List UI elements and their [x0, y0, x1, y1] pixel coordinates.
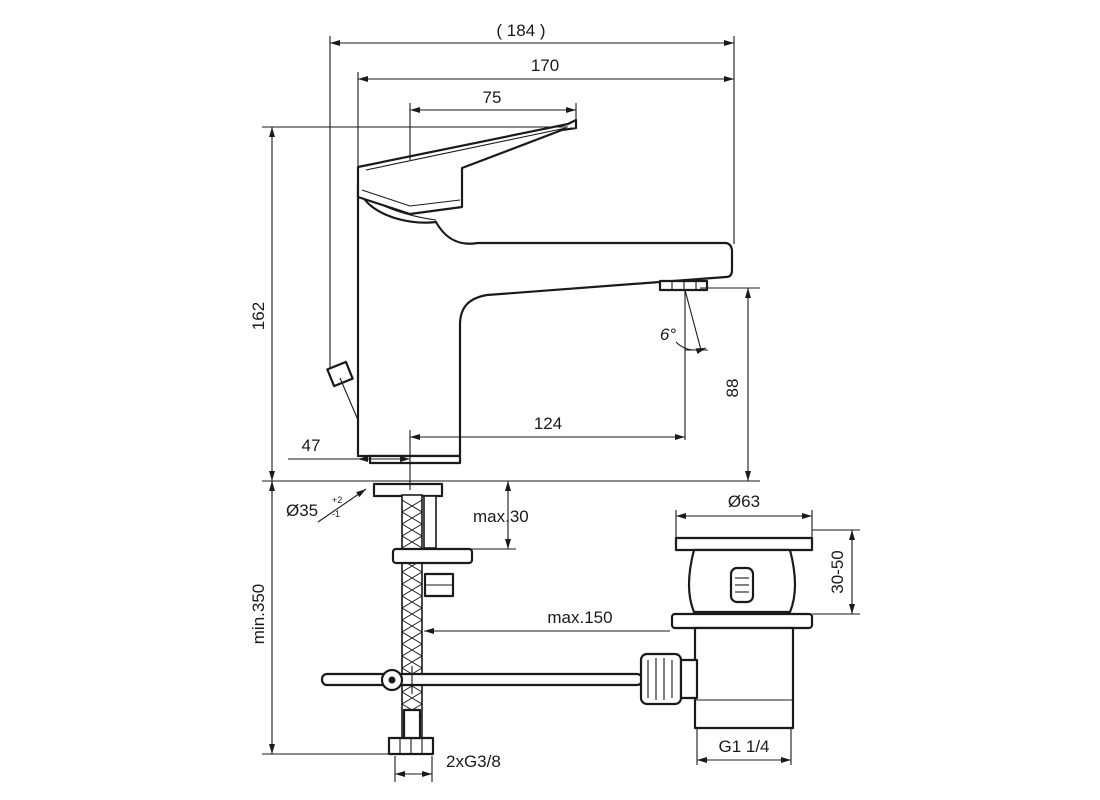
dim-offset: 47 — [302, 436, 321, 455]
dim-deck-thickness: max.30 — [473, 507, 529, 526]
dim-hole-diameter: Ø35 — [286, 501, 318, 520]
dim-hole-tolerance-lower: -1 — [332, 509, 340, 519]
dim-drain-range: 30-50 — [828, 550, 847, 593]
dim-body-width: 170 — [531, 56, 559, 75]
supply-hoses — [387, 494, 474, 756]
dim-spout-height: 88 — [723, 379, 742, 398]
dim-drain-thread: G1 1/4 — [718, 737, 769, 756]
dim-hole-tolerance-upper: +2 — [332, 495, 342, 505]
dim-spout-reach: 124 — [534, 414, 562, 433]
lever-handle — [356, 118, 578, 216]
dim-drain-diameter: Ø63 — [728, 492, 760, 511]
dim-handle-length: 75 — [483, 88, 502, 107]
dim-overall-width: ( 184 ) — [496, 21, 545, 40]
dim-connection: 2xG3/8 — [446, 752, 501, 771]
dimension-lines — [262, 36, 860, 782]
dim-spout-angle: 6° — [660, 325, 676, 344]
dim-height: 162 — [249, 302, 268, 330]
pop-up-waste — [639, 536, 814, 730]
faucet-body — [356, 183, 734, 498]
dim-rod-length: max.150 — [547, 608, 612, 627]
dimension-labels: ( 184 ) 170 75 162 88 124 47 6° Ø35 +2 -… — [249, 21, 847, 771]
dim-min-length: min.350 — [249, 584, 268, 644]
popup-rod — [320, 666, 644, 694]
popup-knob — [326, 360, 359, 421]
